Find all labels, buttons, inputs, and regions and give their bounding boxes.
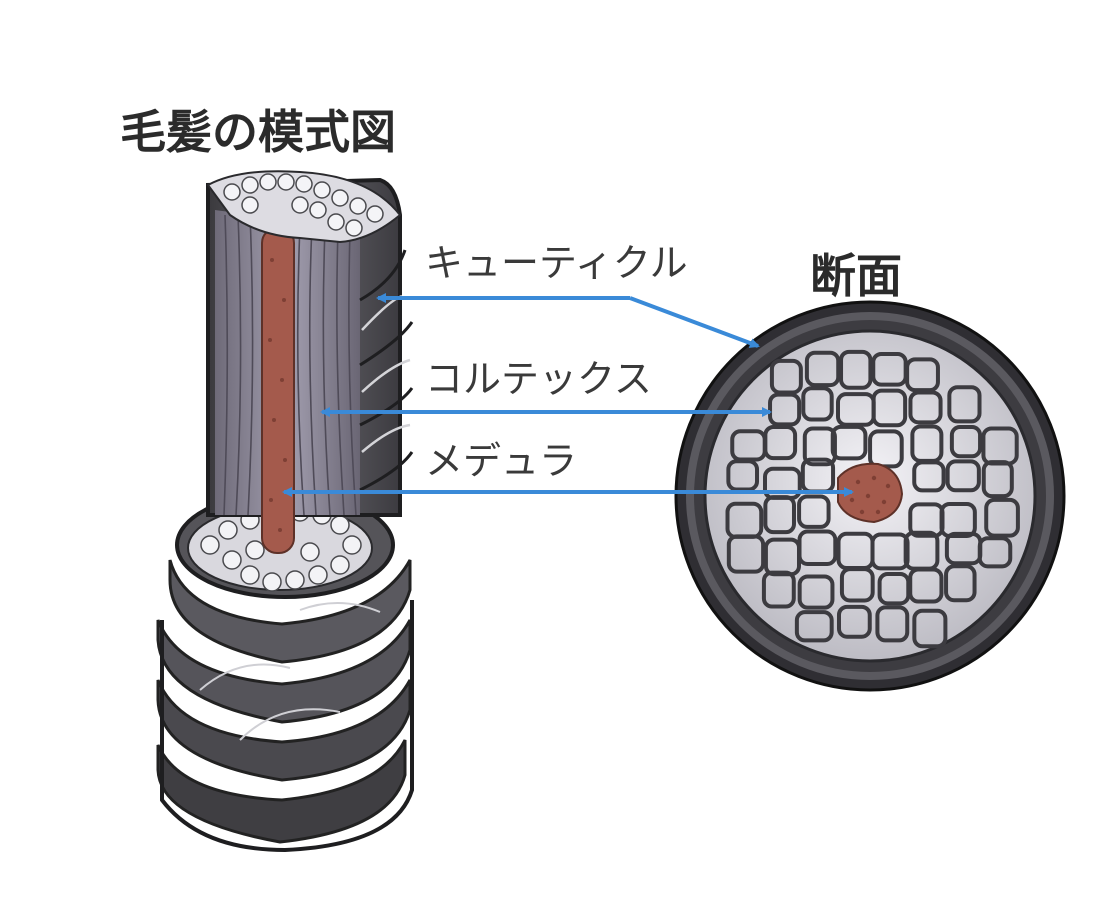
cortex-label: コルテックス <box>425 357 652 401</box>
cortex-cell <box>977 536 1013 569</box>
cortex-cell <box>908 567 944 604</box>
medulla-cross-section <box>837 462 904 524</box>
cortex-cell <box>836 604 872 639</box>
cuticle-scales <box>156 559 414 853</box>
cortex-cell <box>801 386 834 422</box>
cortex-cell <box>763 425 798 461</box>
cortex-cell <box>839 349 873 390</box>
hair-shaft-illustration <box>156 170 414 853</box>
cortex-cell <box>763 495 796 535</box>
diagram-title: 毛髪の模式図 <box>120 105 396 159</box>
cortex-cell <box>761 570 796 609</box>
cortex-pointer: コルテックス <box>320 357 772 417</box>
cortex-cell <box>947 385 982 424</box>
cuticle-arrow-right <box>629 296 760 348</box>
cortex-cell <box>944 564 977 603</box>
cortex-cell <box>830 424 868 461</box>
cortex-cell <box>839 567 875 603</box>
cortex-fibers <box>223 214 357 516</box>
cortex-cell <box>797 529 838 566</box>
cortex-cell <box>981 460 1014 499</box>
cortex-cell <box>949 425 983 459</box>
cortex-cell <box>984 497 1020 538</box>
cross-section-label: 断面 <box>810 249 902 303</box>
cortex-cell <box>912 608 948 649</box>
cortex-cell <box>794 610 834 643</box>
cross-section-illustration <box>674 300 1066 692</box>
cortex-cell <box>769 358 803 395</box>
upper-end-face <box>206 170 402 244</box>
cortex-cell <box>945 459 981 493</box>
cortex-cell <box>797 574 835 610</box>
cuticle-label: キューティクル <box>425 241 688 285</box>
cortex-cells <box>725 349 1020 649</box>
cuticle-pointer: キューティクル <box>376 241 760 348</box>
cortex-cell <box>871 388 908 428</box>
medulla-pointer: メデュラ <box>282 439 854 497</box>
cortex-cell <box>797 494 831 529</box>
cortex-cell <box>908 390 943 425</box>
cortex-cell <box>905 357 940 393</box>
medulla-core <box>261 227 295 554</box>
medulla-label: メデュラ <box>425 439 577 483</box>
cortex-cell <box>802 426 837 467</box>
cortex-cell <box>912 460 946 493</box>
cortex-cell <box>804 350 841 388</box>
cortex-cell <box>939 501 977 538</box>
cortex-cell <box>726 534 766 574</box>
cortex-cell <box>875 605 910 643</box>
cortex-cell <box>726 459 760 492</box>
